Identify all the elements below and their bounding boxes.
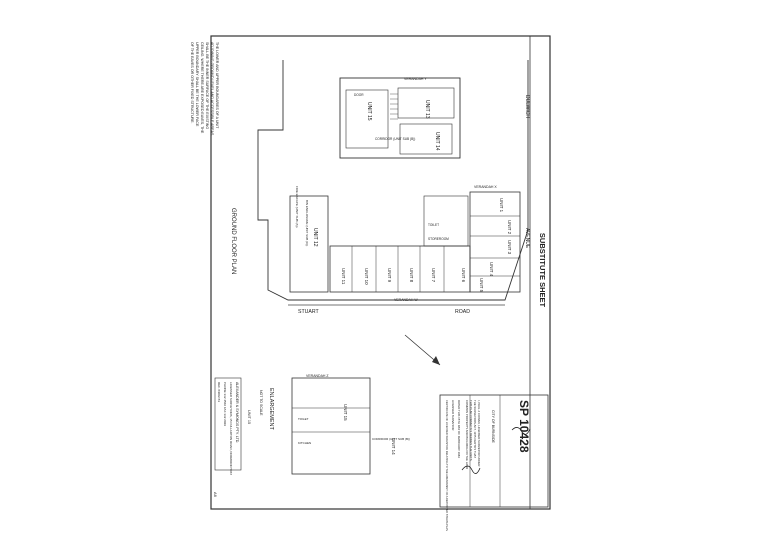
- north-building-outline: [339, 77, 461, 159]
- storeroom-label: STOREROOM: [428, 237, 449, 241]
- surveyor-signature: [461, 465, 481, 474]
- east-building-outline: [469, 191, 521, 293]
- site-boundary: [257, 60, 529, 301]
- unit-2-label: UNIT 2: [507, 220, 512, 235]
- unit-3-label: UNIT 3: [507, 240, 512, 255]
- corridor-label: CORRIDOR (UNIT SUB (B)): [375, 137, 415, 141]
- firm-ref: REF. 84002-53: [217, 382, 221, 402]
- boundary-notes-line-6: OF THE EAVES OR OTHER FIXED STRUCTURE.: [190, 42, 194, 124]
- verandah-y-label: VERANDAH Y: [404, 77, 427, 81]
- stair-hatching: [390, 93, 398, 120]
- enlargement-kitchen-label: KITCHEN: [298, 441, 311, 445]
- enlargement-toilet-label: TOILET: [298, 417, 309, 421]
- firm-address: LICENSED SURVEYORS, 15 FULLARTON ROAD, N…: [229, 382, 233, 475]
- enlargement-corridor-label: CORRIDOR (UNIT SUB (B)): [372, 437, 410, 441]
- boundary-notes-line-3: SHALL BE THE INNER SURFACE OF THE EXISTI…: [205, 42, 209, 129]
- unit-14-outline: [399, 123, 453, 155]
- enlargement-unit-14-label: UNIT 14: [391, 438, 396, 455]
- date-line: DATED THIS 15TH DAY OF FEBRUARY 1984: [457, 400, 461, 458]
- surveyor-certificate-line-4: COMMON PROPERTY AND BUILDING ON THE LAND: [465, 400, 469, 469]
- unit-13-label: UNIT 13: [424, 100, 430, 119]
- council-certificate: CERTIFICATE OF LICENSED SURVEYOR RELATIN…: [445, 400, 449, 531]
- plan-number: SP 10428: [517, 400, 531, 453]
- north-arrow-head-icon: [432, 356, 440, 365]
- unit-13-outline: [397, 87, 455, 119]
- unit-10-label: UNIT 10: [364, 268, 369, 285]
- title-block-frame: [439, 394, 549, 508]
- unit-8-label: UNIT 8: [409, 268, 414, 283]
- firm-block: [214, 377, 242, 471]
- unit-11-label: UNIT 11: [341, 268, 346, 285]
- boundary-notes-line-4: CEILING. WHERE THERE ARE EXPOSED EAVES, …: [200, 42, 204, 134]
- street-dulwich: DULWICH: [524, 95, 530, 118]
- unit-7-label: UNIT 7: [431, 268, 436, 283]
- unit-6-label: UNIT 6: [461, 268, 466, 283]
- substitute-sheet-heading: SUBSTITUTE SHEET: [538, 233, 547, 308]
- signature-role: LICENSED SURVEYOR: [451, 400, 455, 430]
- fire-escape-label: FIRE ESCAPE (UNIT SUB (A)): [295, 186, 299, 227]
- unit-15-outline: [345, 89, 389, 149]
- street-stuart: STUART: [298, 309, 319, 315]
- verandah-x-label: VERANDAH X: [474, 185, 497, 189]
- unit-12-label: UNIT 12: [312, 228, 318, 247]
- unit-14-label: UNIT 14: [434, 132, 440, 151]
- unit-15-label: UNIT 15: [366, 102, 372, 121]
- street-road: ROAD: [455, 309, 470, 315]
- boundary-notes-line-5: UPPER BOUNDARY SHALL BE THE LOWER FACE: [195, 42, 199, 127]
- unit-5-label: UNIT 5: [479, 278, 484, 293]
- ground-floor-plan-label: GROUND FLOOR PLAN: [230, 208, 236, 274]
- surveyor-certificate-line-3: THIS PLAN CORRECTLY DEFINES THE UNITS,: [469, 400, 473, 462]
- north-door-label: DOOR: [354, 93, 364, 97]
- surveyor-certificate-line-2: THE SURVEYORS ACT, 1975 CERTIFY THAT: [473, 400, 477, 458]
- firm-name: ALEXANDER & SYMONDS PTY. LTD.: [235, 382, 239, 443]
- sheet-border: [210, 35, 551, 510]
- boundary-notes-line-2: ADJOINING GROUND LEVEL AND ACCESSIBLE AR…: [210, 42, 214, 136]
- page-corner-mark: A6: [213, 492, 218, 498]
- council-name: CITY OF BURNSIDE: [491, 410, 495, 443]
- verandah-w-label: VERANDAH W: [394, 298, 418, 302]
- unit-9-label: UNIT 9: [387, 268, 392, 283]
- boundary-notes-line-1: THE LOWER AND UPPER BOUNDARIES OF A UNIT: [215, 42, 219, 129]
- enlargement-title: ENLARGEMENT: [268, 388, 274, 431]
- enlargement-frame: [291, 377, 371, 475]
- street-avenue: AVENUE: [524, 228, 530, 249]
- bin-enclosure-label: BIN ENCLOSURE (UNIT SUB (C)): [305, 200, 309, 246]
- boundary-notes: THE LOWER AND UPPER BOUNDARIES OF A UNIT…: [190, 42, 219, 136]
- toilet-label: TOILET: [428, 223, 439, 227]
- verandah-z-label: VERANDAH Z: [306, 374, 329, 378]
- enlargement-unit-15-caption: UNIT 15: [247, 410, 251, 424]
- enlargement-scale: NOT TO SCALE: [259, 390, 263, 416]
- plan-stamp-signature: [511, 427, 531, 435]
- surveyor-certificate-line-1: I, PAUL J. COWAN, LICENSED SURVEYOR UNDE…: [477, 400, 481, 466]
- unit-1-label: UNIT 1: [499, 198, 504, 213]
- surveyor-certificate: I, PAUL J. COWAN, LICENSED SURVEYOR UNDE…: [465, 400, 481, 469]
- enlargement-unit-15-label: UNIT 15: [343, 404, 348, 421]
- south-building-outline: [329, 245, 471, 293]
- unit-12-outline: [289, 195, 329, 293]
- firm-phone: PHONE 332 4566 FAX 332 2029: [223, 382, 227, 426]
- unit-4-label: UNIT 4: [489, 262, 494, 277]
